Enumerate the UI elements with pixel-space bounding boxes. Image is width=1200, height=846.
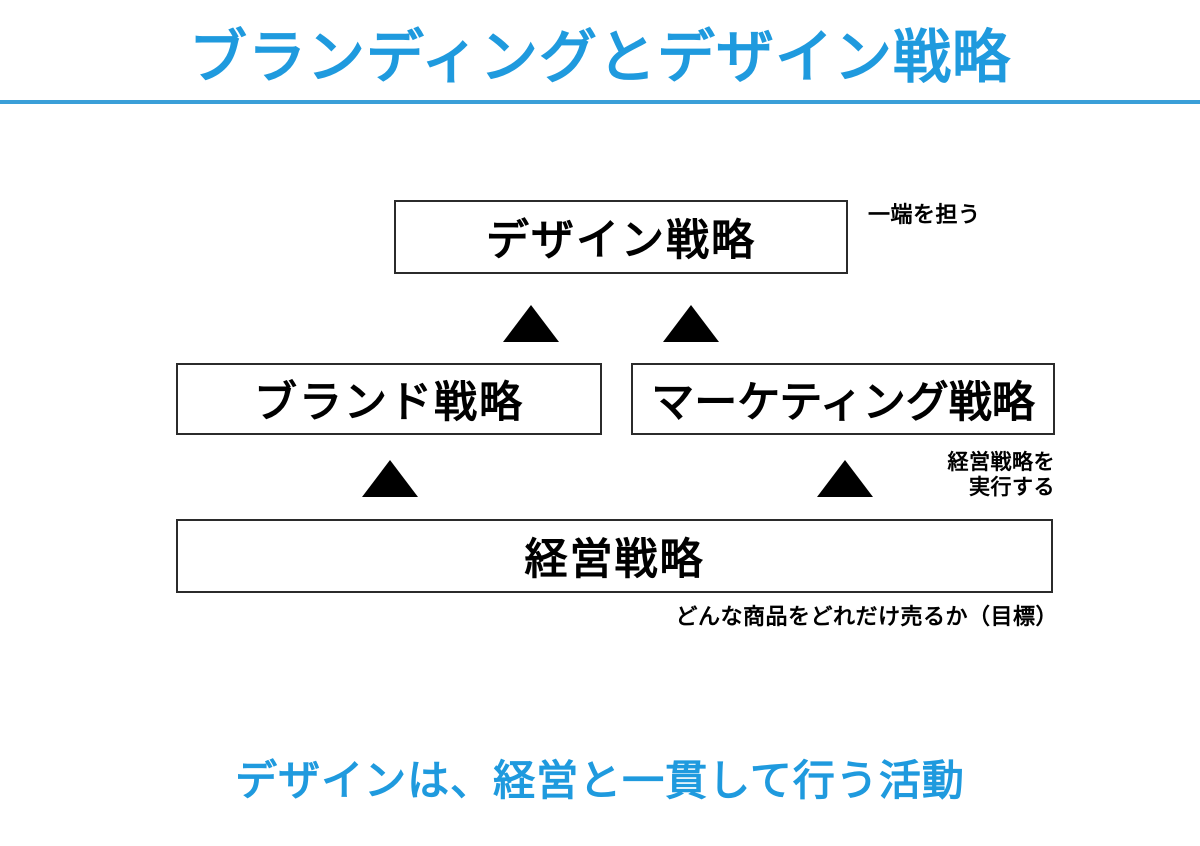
- annotation-execute-note-line2: 実行する: [969, 475, 1055, 499]
- footer-message: デザインは、経営と一貫して行う活動: [235, 756, 965, 805]
- annotation-execute-note-line1: 経営戦略を: [947, 450, 1055, 474]
- arrow-up-marketing-to-design-icon: [663, 305, 719, 342]
- node-box-marketing-strategy[interactable]: マーケティング戦略: [631, 363, 1055, 435]
- node-label-marketing-strategy: マーケティング戦略: [651, 378, 1035, 428]
- arrow-up-brand-to-design-icon: [503, 305, 559, 342]
- node-label-brand-strategy: ブランド戦略: [254, 378, 524, 428]
- node-box-design-strategy[interactable]: デザイン戦略: [394, 200, 848, 274]
- node-box-brand-strategy[interactable]: ブランド戦略: [176, 363, 602, 435]
- annotation-design-note: 一端を担う: [868, 203, 981, 228]
- title-divider: [0, 100, 1200, 104]
- node-label-design-strategy: デザイン戦略: [486, 216, 756, 266]
- arrow-up-management-to-marketing-icon: [817, 460, 873, 497]
- annotation-management-note: どんな商品をどれだけ売るか（目標）: [675, 605, 1058, 630]
- arrow-up-management-to-brand-icon: [362, 460, 418, 497]
- node-box-management-strategy[interactable]: 経営戦略: [176, 519, 1053, 593]
- annotation-execute-note: 経営戦略を 実行する: [855, 450, 1055, 500]
- page-title: ブランディングとデザイン戦略: [189, 23, 1011, 91]
- node-label-management-strategy: 経営戦略: [524, 535, 705, 585]
